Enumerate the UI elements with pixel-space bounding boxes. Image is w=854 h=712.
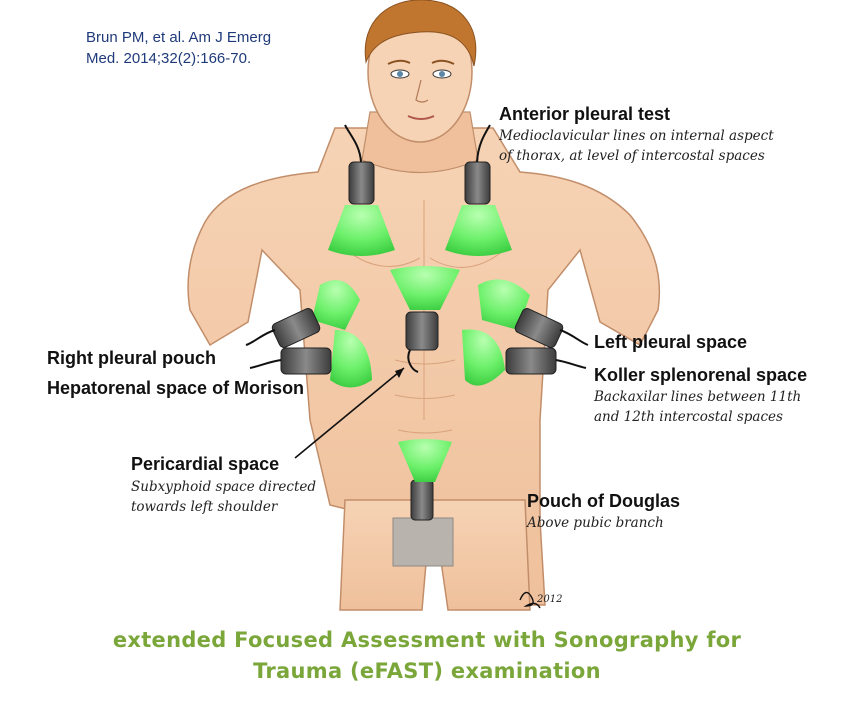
caption-line-1: extended Focused Assessment with Sonogra… <box>0 628 854 652</box>
anterior-pleural-desc-2: of thorax, at level of intercostal space… <box>499 148 765 164</box>
probe-morison <box>281 348 331 374</box>
pericardial-desc-1: Subxyphoid space directed <box>131 479 316 495</box>
anterior-pleural-title: Anterior pleural test <box>499 104 670 125</box>
douglas-desc-1: Above pubic branch <box>527 515 664 531</box>
pericardial-desc-2: towards left shoulder <box>131 499 277 515</box>
morison-title: Hepatorenal space of Morison <box>47 378 304 399</box>
citation-line-1: Brun PM, et al. Am J Emerg <box>86 29 271 46</box>
koller-desc-1: Backaxilar lines between 11th <box>594 389 801 405</box>
probe-anterior-right <box>349 162 374 204</box>
signature-year: 2012 <box>537 594 562 605</box>
pericardial-title: Pericardial space <box>131 454 279 475</box>
koller-title: Koller splenorenal space <box>594 365 807 386</box>
probe-anterior-left <box>465 162 490 204</box>
citation-line-2: Med. 2014;32(2):166-70. <box>86 50 251 67</box>
right-pleural-title: Right pleural pouch <box>47 348 216 369</box>
privacy-patch <box>393 518 453 566</box>
left-pleural-title: Left pleural space <box>594 332 747 353</box>
koller-desc-2: and 12th intercostal spaces <box>594 409 783 425</box>
caption-line-2: Trauma (eFAST) examination <box>0 659 854 683</box>
probe-koller <box>506 348 556 374</box>
probe-pericardial <box>406 312 438 350</box>
douglas-title: Pouch of Douglas <box>527 491 680 512</box>
anterior-pleural-desc-1: Medioclavicular lines on internal aspect <box>499 128 774 144</box>
